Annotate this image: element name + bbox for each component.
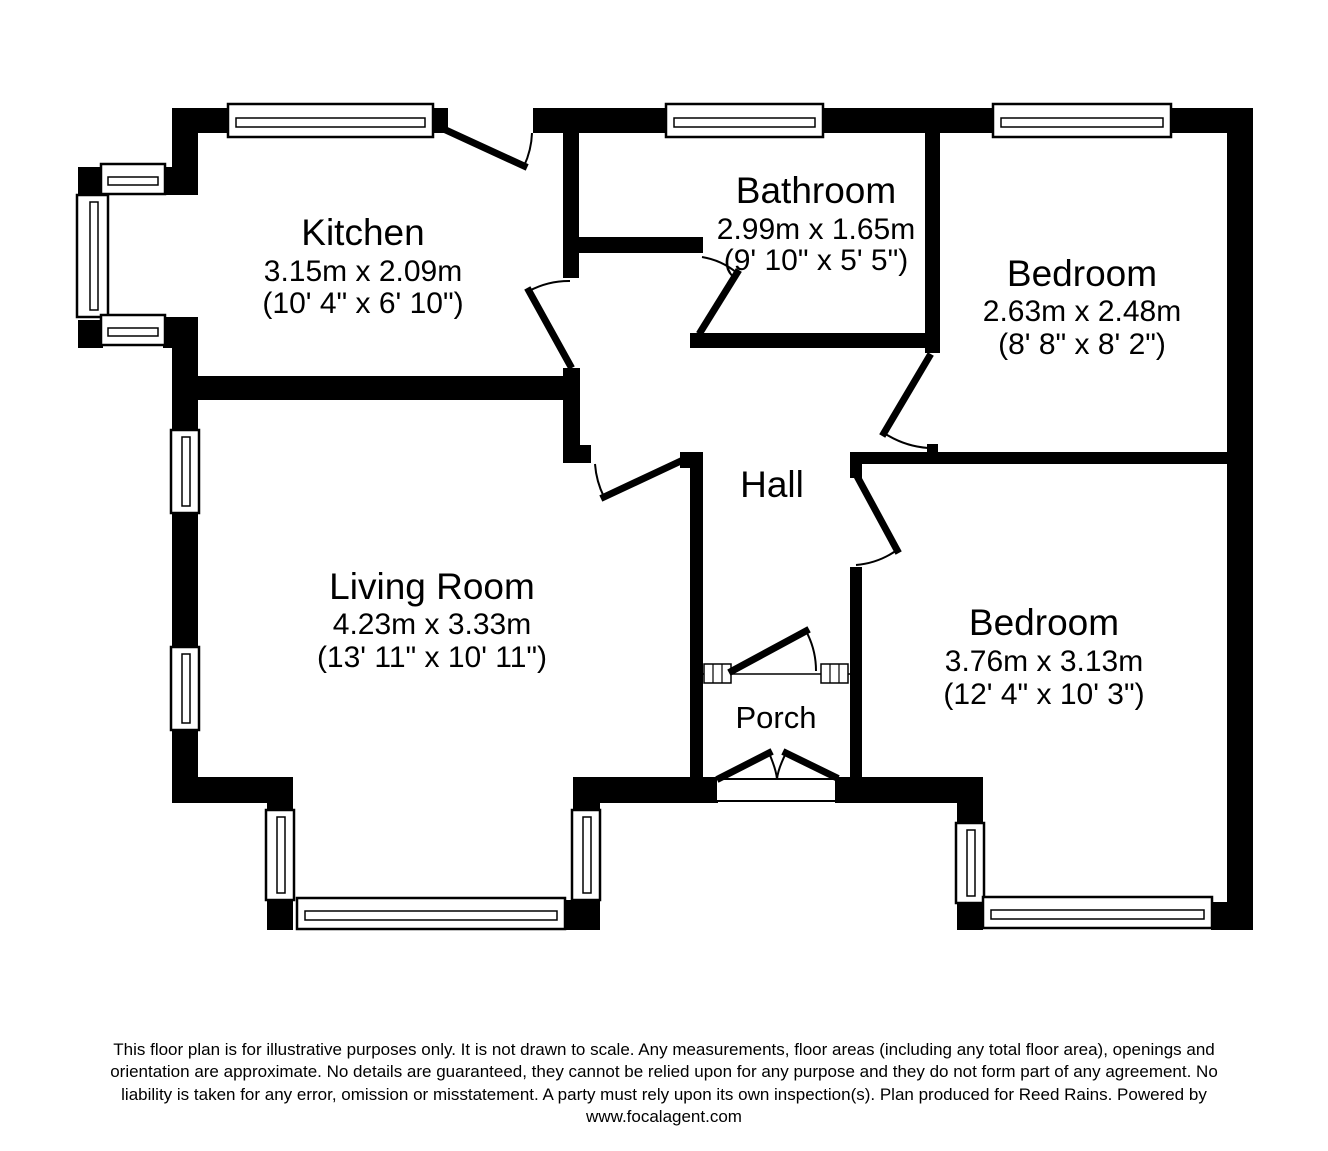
window bbox=[169, 428, 201, 515]
room-label-bedroom-1: Bedroom 2.63m x 2.48m (8' 8" x 8' 2") bbox=[983, 253, 1181, 361]
room-size-metric: 2.63m x 2.48m bbox=[983, 295, 1181, 328]
room-name: Bedroom bbox=[1007, 253, 1157, 294]
door-swing bbox=[853, 473, 902, 566]
double-door bbox=[715, 748, 840, 783]
doors bbox=[443, 126, 934, 783]
room-label-bedroom-2: Bedroom 3.76m x 3.13m (12' 4" x 10' 3") bbox=[943, 602, 1144, 711]
room-label-kitchen: Kitchen 3.15m x 2.09m (10' 4" x 6' 10") bbox=[262, 212, 463, 320]
room-label-hall: Hall bbox=[740, 464, 804, 505]
window bbox=[981, 895, 1214, 930]
room-size-metric: 4.23m x 3.33m bbox=[333, 608, 531, 641]
windows bbox=[75, 102, 1214, 931]
room-name: Hall bbox=[740, 464, 804, 505]
room-size-imperial: (9' 10" x 5' 5") bbox=[724, 244, 909, 277]
door-swing bbox=[727, 626, 818, 676]
window bbox=[991, 102, 1173, 139]
front-door-threshold bbox=[715, 778, 837, 802]
disclaimer: This floor plan is for illustrative purp… bbox=[0, 1039, 1328, 1129]
room-size-metric: 3.15m x 2.09m bbox=[264, 255, 462, 288]
glazed-panel bbox=[703, 663, 732, 684]
window bbox=[295, 896, 567, 931]
room-name: Bathroom bbox=[736, 170, 896, 211]
room-size-imperial: (10' 4" x 6' 10") bbox=[262, 287, 463, 320]
window bbox=[264, 808, 296, 902]
room-size-imperial: (8' 8" x 8' 2") bbox=[998, 328, 1166, 361]
room-label-living-room: Living Room 4.23m x 3.33m (13' 11" x 10'… bbox=[317, 566, 547, 674]
room-name: Living Room bbox=[329, 566, 535, 607]
walls bbox=[78, 108, 1253, 930]
window bbox=[664, 102, 825, 139]
window bbox=[226, 102, 435, 139]
room-name: Kitchen bbox=[301, 212, 424, 253]
room-size-metric: 3.76m x 3.13m bbox=[945, 645, 1143, 678]
door-swing bbox=[696, 256, 742, 336]
door-swing bbox=[443, 126, 533, 171]
disclaimer-line: orientation are approximate. No details … bbox=[110, 1062, 1218, 1082]
disclaimer-line: This floor plan is for illustrative purp… bbox=[113, 1040, 1215, 1059]
window bbox=[75, 193, 110, 319]
disclaimer-line: www.focalagent.com bbox=[586, 1107, 742, 1127]
room-name: Bedroom bbox=[969, 602, 1119, 643]
room-name: Porch bbox=[736, 700, 817, 735]
door-swing bbox=[879, 352, 934, 449]
door-swing bbox=[524, 279, 575, 370]
room-size-metric: 2.99m x 1.65m bbox=[717, 213, 915, 246]
window bbox=[99, 162, 167, 196]
window bbox=[99, 313, 167, 347]
window bbox=[169, 645, 201, 732]
disclaimer-line: liability is taken for any error, omissi… bbox=[121, 1084, 1207, 1104]
room-size-imperial: (13' 11" x 10' 11") bbox=[317, 641, 547, 674]
window bbox=[570, 808, 602, 902]
window bbox=[954, 821, 986, 905]
door-swing bbox=[594, 455, 688, 502]
room-label-porch: Porch bbox=[736, 700, 817, 735]
porch-screen bbox=[703, 663, 850, 684]
room-size-imperial: (12' 4" x 10' 3") bbox=[943, 678, 1144, 711]
room-labels: Kitchen 3.15m x 2.09m (10' 4" x 6' 10") … bbox=[262, 170, 1181, 735]
room-label-bathroom: Bathroom 2.99m x 1.65m (9' 10" x 5' 5") bbox=[717, 170, 915, 277]
glazed-panel bbox=[820, 663, 849, 684]
